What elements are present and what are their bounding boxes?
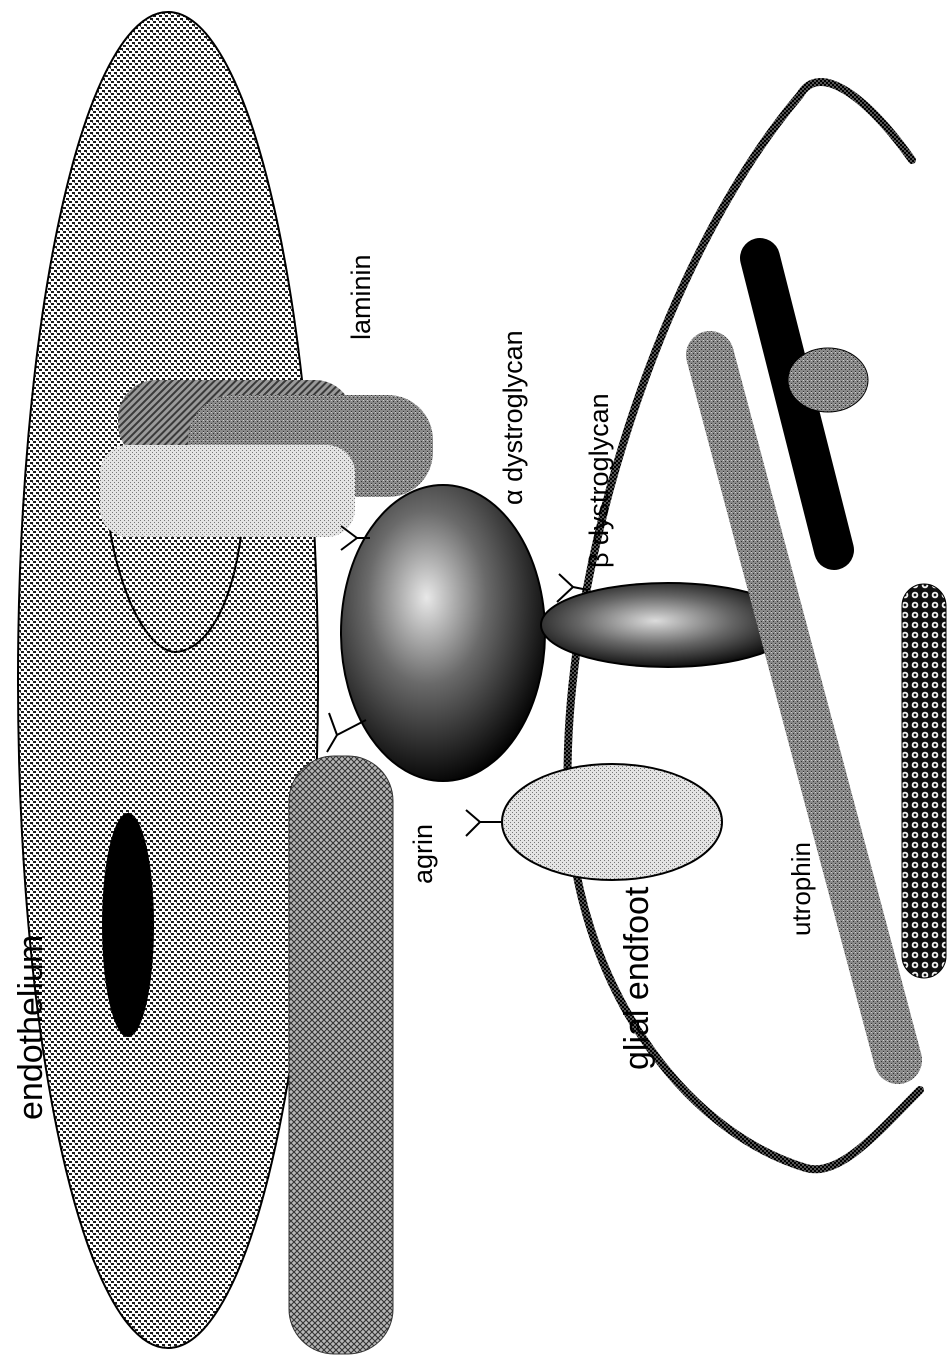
alpha-dystroglycan-molecule (341, 485, 545, 781)
label-alpha-dystroglycan: α dystroglycan (498, 330, 528, 505)
rod-attached-protein (788, 348, 868, 412)
light-oval-protein (502, 764, 722, 880)
label-glial-endfoot: glial endfoot (618, 886, 656, 1070)
label-utrophin: utrophin (786, 842, 816, 936)
endothelium-nucleus (102, 813, 154, 1037)
label-agrin: agrin (408, 824, 438, 884)
chain-filament (902, 584, 946, 978)
label-laminin: laminin (346, 254, 376, 340)
glycan-icon (466, 810, 503, 836)
agrin-molecule (289, 756, 393, 1354)
label-beta-dystroglycan: β dystroglycan (584, 393, 614, 568)
label-endothelium: endothelium (12, 935, 50, 1120)
endothelium-cell (18, 12, 318, 1348)
